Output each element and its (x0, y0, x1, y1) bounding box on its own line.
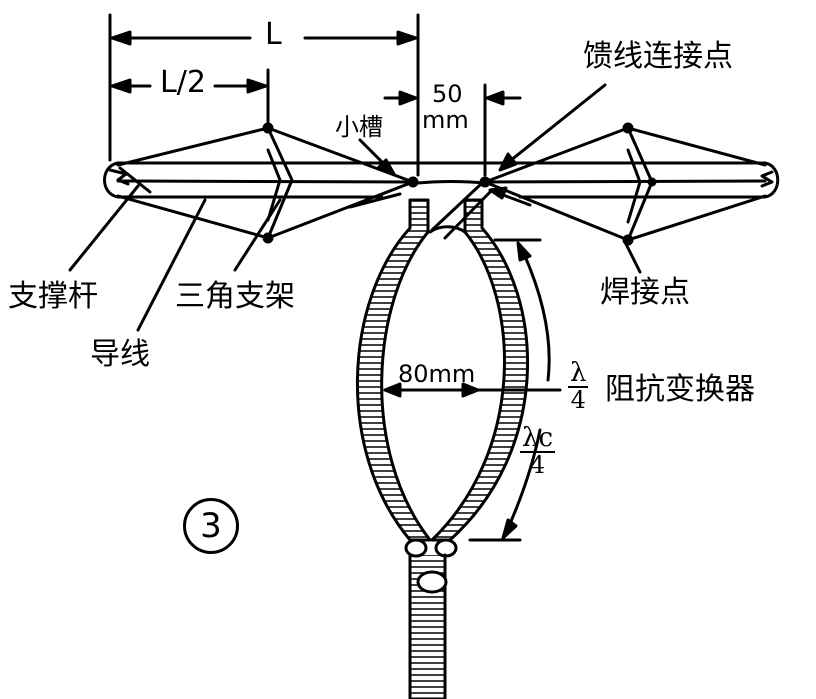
coil-width-label: 80mm (398, 360, 476, 388)
length-label: L (265, 17, 282, 52)
gap-value-label: 50 (432, 80, 463, 108)
small-slot-label: 小槽 (335, 113, 383, 141)
conductor-label: 导线 (90, 337, 150, 372)
impedance-transformer (356, 183, 530, 558)
feed-point-label: 馈线连接点 (583, 39, 733, 74)
weld-point-label: 焊接点 (600, 275, 690, 310)
quarter-wave-c-fraction: λc 4 (520, 423, 556, 479)
figure-number: 3 (183, 498, 239, 554)
center-bar (413, 161, 487, 185)
quarter-wave-dimension (468, 238, 562, 542)
triangle-bracket-label: 三角支架 (175, 279, 295, 314)
gap-unit-label: mm (422, 106, 469, 134)
feed-line (408, 553, 448, 699)
quarter-wave-fraction: λ 4 (568, 358, 589, 414)
half-length-label: L/2 (160, 65, 206, 100)
impedance-transformer-label: 阻抗变换器 (605, 372, 755, 407)
label-leaders (68, 184, 642, 332)
support-rod-label: 支撑杆 (8, 279, 98, 314)
right-dipole-arm (478, 83, 780, 246)
dimension-lines (108, 13, 522, 177)
left-dipole-arm (103, 122, 419, 244)
